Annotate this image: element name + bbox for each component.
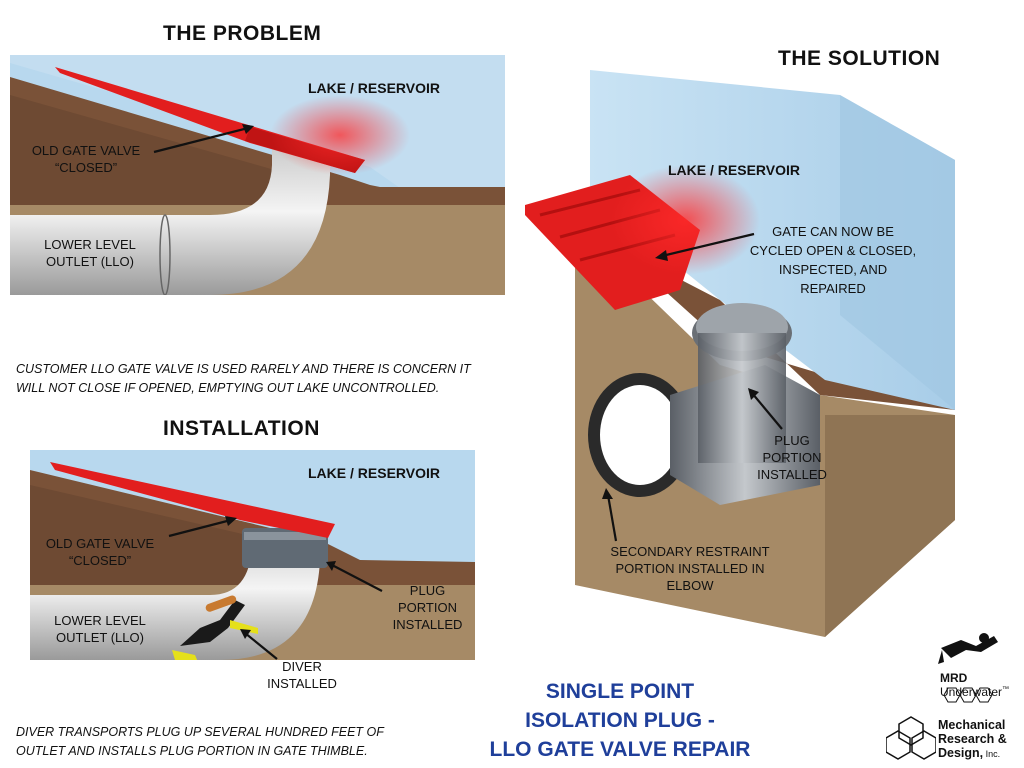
solution-illustration [525, 70, 955, 637]
problem-lake-label: LAKE / RESERVOIR [308, 80, 440, 96]
solution-gate-arrow [655, 232, 755, 261]
problem-caption: CUSTOMER LLO GATE VALVE IS USED RARELY A… [16, 362, 471, 395]
solution-title: THE SOLUTION [778, 47, 941, 70]
installation-gate-arrow [168, 516, 237, 538]
diver-logo-icon [938, 633, 998, 664]
solution-plug-arrow [748, 388, 783, 430]
installation-gate-label: OLD GATE VALVE“CLOSED” [45, 536, 155, 568]
installation-diver-arrow [240, 629, 278, 660]
solution-restraint-arrow [602, 488, 618, 542]
hexagon-logo-icon [943, 687, 993, 703]
solution-lake-label: LAKE / RESERVOIR [668, 162, 800, 178]
installation-title: INSTALLATION [163, 417, 320, 440]
installation-caption: DIVER TRANSPORTS PLUG UP SEVERAL HUNDRED… [16, 725, 384, 758]
problem-illustration [10, 55, 505, 350]
installation-lake-label: LAKE / RESERVOIR [308, 465, 440, 481]
mrd-cube-logo-icon [886, 716, 936, 760]
installation-illustration [30, 450, 475, 695]
problem-gate-label: OLD GATE VALVE“CLOSED” [31, 143, 141, 175]
installation-plug-arrow [326, 561, 383, 592]
problem-gate-arrow [153, 124, 254, 154]
problem-title: THE PROBLEM [163, 22, 322, 45]
mrd-company-logo: Mechanical Research & Design, Inc. [938, 718, 1007, 760]
